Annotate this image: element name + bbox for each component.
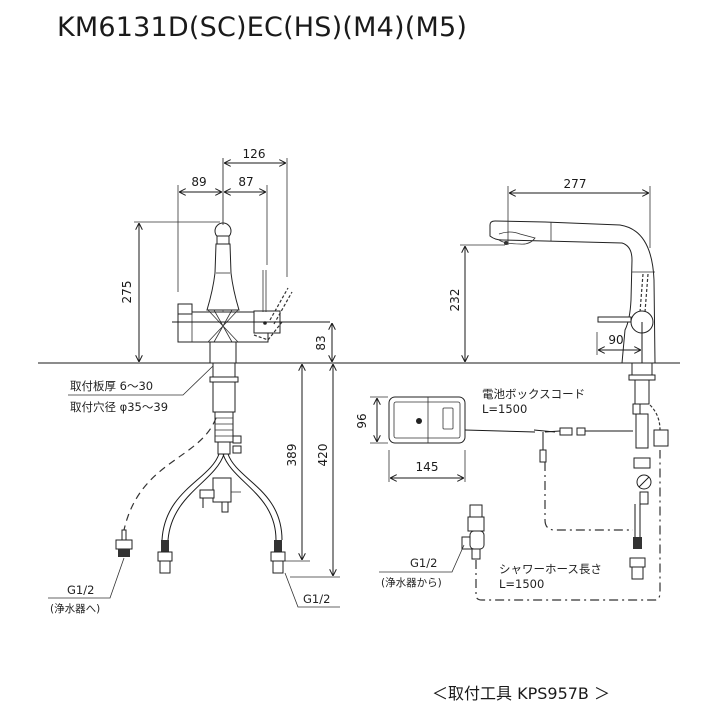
shower-hose-label: シャワーホース長さ [499,562,602,576]
front-view-faucet [172,158,330,372]
shower-hose-length: L=1500 [499,577,544,591]
dim-83: 83 [314,335,328,350]
battery-cord-label: 電池ボックスコード [482,387,585,401]
dim-277: 277 [564,177,587,191]
dim-420: 420 [316,444,330,467]
mount-hole-label: 取付穴径 φ35～39 [70,400,168,414]
to-purifier-label: (浄水器へ) [50,602,100,615]
front-height-dims: 275 83 [120,221,332,362]
dim-126: 126 [243,147,266,161]
front-width-dims: 126 89 87 [177,147,288,292]
dim-232: 232 [448,289,462,312]
dim-87: 87 [238,175,253,189]
dim-389: 389 [285,444,299,467]
hose-length-dims: 389 420 [283,364,340,578]
dim-145: 145 [416,460,439,474]
battery-cord-length: L=1500 [482,402,527,416]
dim-90: 90 [608,333,623,347]
mount-thickness-label: 取付板厚 6～30 [70,379,153,393]
side-view-faucet [489,220,656,372]
battery-box-dims: 96 145 [355,396,466,482]
dim-89: 89 [191,175,206,189]
from-purifier-label: (浄水器から) [381,576,442,589]
g12-purifier-label: G1/2 [410,556,437,570]
front-under-sink-assembly [115,362,286,574]
g12-right-callout: G1/2 [284,572,340,608]
g12-left-label: G1/2 [67,583,94,597]
model-title: KM6131D(SC)EC(HS)(M4)(M5) [57,12,468,43]
g12-right-label: G1/2 [303,592,330,606]
dim-96: 96 [355,413,369,428]
mount-labels: 取付板厚 6～30 取付穴径 φ35～39 [68,365,214,414]
dim-275: 275 [120,281,134,304]
g12-left-callout: G1/2 (浄水器へ) [48,557,125,615]
purifier-inlet-fitting [461,450,661,601]
side-under-sink-assembly [628,362,669,580]
mounting-tool-note: ＜取付工具 KPS957B ＞ [432,684,610,703]
g12-purifier-callout: G1/2 (浄水器から) [379,544,465,589]
battery-box [388,396,633,531]
side-view-dims: 277 232 90 [448,177,651,362]
